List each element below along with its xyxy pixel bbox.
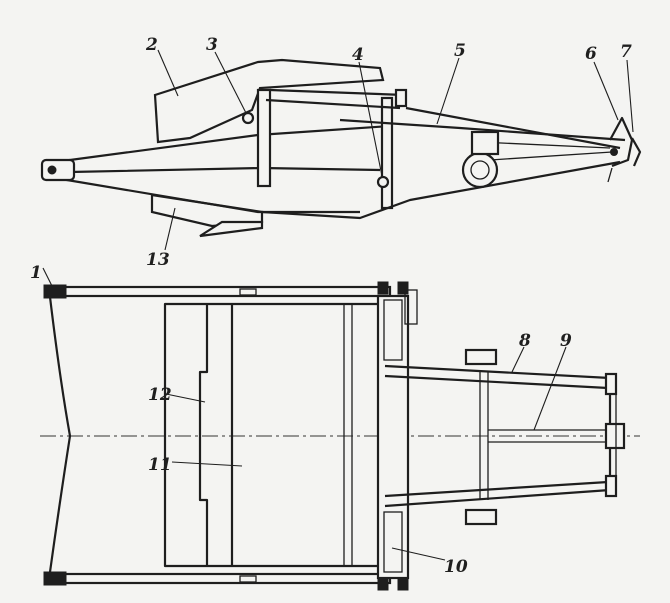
plan-hopper bbox=[198, 304, 209, 566]
plan-wheel-top bbox=[464, 348, 498, 366]
rear-beam-5 bbox=[405, 106, 621, 150]
lug-4 bbox=[376, 175, 390, 189]
plan-frame bbox=[163, 302, 389, 568]
callout-7: 7 bbox=[620, 42, 632, 62]
callout-13: 13 bbox=[146, 250, 170, 270]
wheel-hub bbox=[461, 151, 499, 189]
side-view bbox=[40, 58, 642, 238]
right-post bbox=[380, 96, 394, 210]
callout-9: 9 bbox=[560, 331, 572, 351]
callout-3: 3 bbox=[206, 35, 218, 55]
plan-wheel-bottom bbox=[464, 508, 498, 526]
rear-hook-7 bbox=[631, 137, 642, 167]
plan-bottom-beam bbox=[43, 572, 392, 585]
upper-rail bbox=[339, 118, 626, 142]
callout-12: 12 bbox=[148, 385, 172, 405]
callout-6: 6 bbox=[585, 44, 597, 64]
front-beam-upper bbox=[54, 124, 391, 164]
callout-5: 5 bbox=[454, 41, 466, 61]
front-beam-lower bbox=[54, 176, 360, 214]
rear-hitch-6 bbox=[609, 116, 634, 168]
plan-top-beam bbox=[43, 285, 392, 298]
mid-diagonal bbox=[69, 166, 381, 174]
hopper-body bbox=[153, 58, 385, 144]
rear-cross-10 bbox=[376, 294, 410, 580]
callouts: 1 2 3 4 5 6 7 8 9 10 11 12 13 bbox=[30, 35, 632, 577]
callout-11: 11 bbox=[148, 455, 172, 475]
callout-10: 10 bbox=[444, 557, 468, 577]
lug-3 bbox=[241, 111, 255, 125]
leaders bbox=[42, 49, 634, 561]
callout-8: 8 bbox=[518, 331, 531, 351]
callout-1: 1 bbox=[30, 263, 42, 283]
left-post bbox=[256, 88, 272, 188]
lower-knife bbox=[199, 220, 264, 238]
callout-2: 2 bbox=[145, 35, 158, 55]
callout-4: 4 bbox=[352, 45, 364, 65]
front-hitch bbox=[40, 158, 76, 182]
top-pin bbox=[394, 88, 408, 108]
plan-view bbox=[40, 281, 640, 591]
lower-rail bbox=[261, 160, 621, 220]
